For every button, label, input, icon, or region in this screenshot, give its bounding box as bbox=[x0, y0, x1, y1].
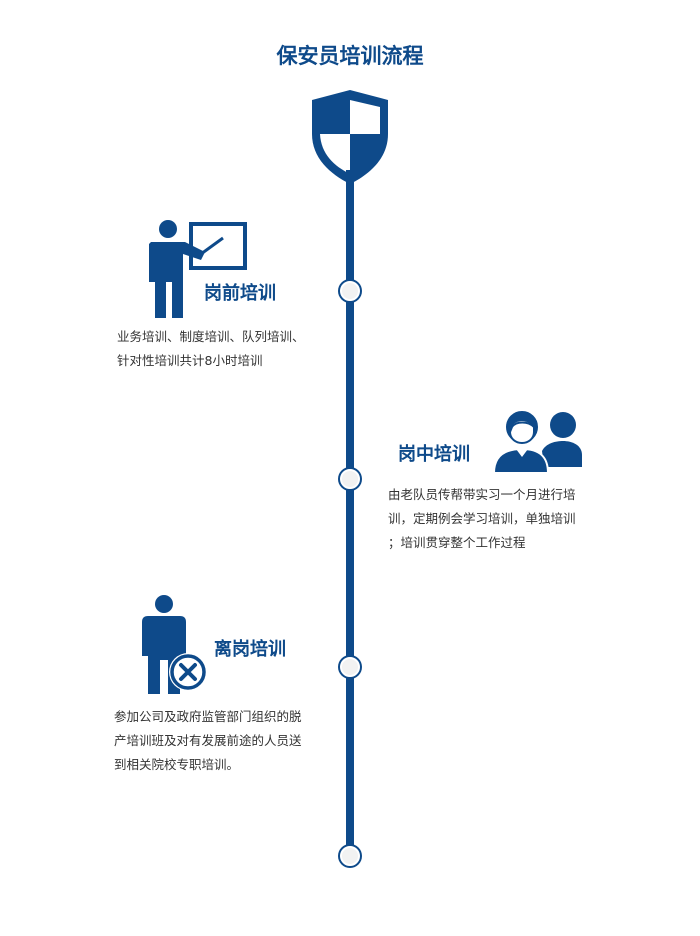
step-heading: 岗中培训 bbox=[398, 444, 470, 465]
description-line: 业务培训、制度培训、队列培训、 bbox=[117, 329, 305, 344]
timeline-node bbox=[340, 281, 360, 301]
two-people-icon bbox=[492, 409, 582, 474]
step-description: 参加公司及政府监管部门组织的脱 产培训班及对有发展前途的人员送 到相关院校专职培… bbox=[114, 705, 302, 777]
description-line: 到相关院校专职培训。 bbox=[114, 757, 240, 772]
step-description: 业务培训、制度培训、队列培训、 针对性培训共计8小时培训 bbox=[117, 325, 305, 373]
description-line: 产培训班及对有发展前途的人员送 bbox=[114, 733, 302, 748]
timeline-node bbox=[340, 657, 360, 677]
description-line: ；培训贯穿整个工作过程 bbox=[388, 535, 526, 550]
timeline-line bbox=[346, 170, 354, 858]
description-line: 针对性培训共计8小时培训 bbox=[117, 353, 263, 368]
timeline-node bbox=[340, 469, 360, 489]
description-line: 由老队员传帮带实习一个月进行培 bbox=[388, 487, 576, 502]
person-cancel-icon bbox=[142, 595, 207, 694]
step-heading: 岗前培训 bbox=[204, 283, 276, 304]
description-line: 参加公司及政府监管部门组织的脱 bbox=[114, 709, 302, 724]
description-line: 训，定期例会学习培训，单独培训 bbox=[388, 511, 576, 526]
timeline-node bbox=[340, 846, 360, 866]
step-heading: 离岗培训 bbox=[214, 639, 286, 660]
shield-icon bbox=[312, 90, 388, 184]
page-title: 保安员培训流程 bbox=[276, 44, 424, 68]
step-description: 由老队员传帮带实习一个月进行培 训，定期例会学习培训，单独培训 ；培训贯穿整个工… bbox=[388, 483, 576, 555]
teacher-board-icon bbox=[149, 220, 247, 318]
